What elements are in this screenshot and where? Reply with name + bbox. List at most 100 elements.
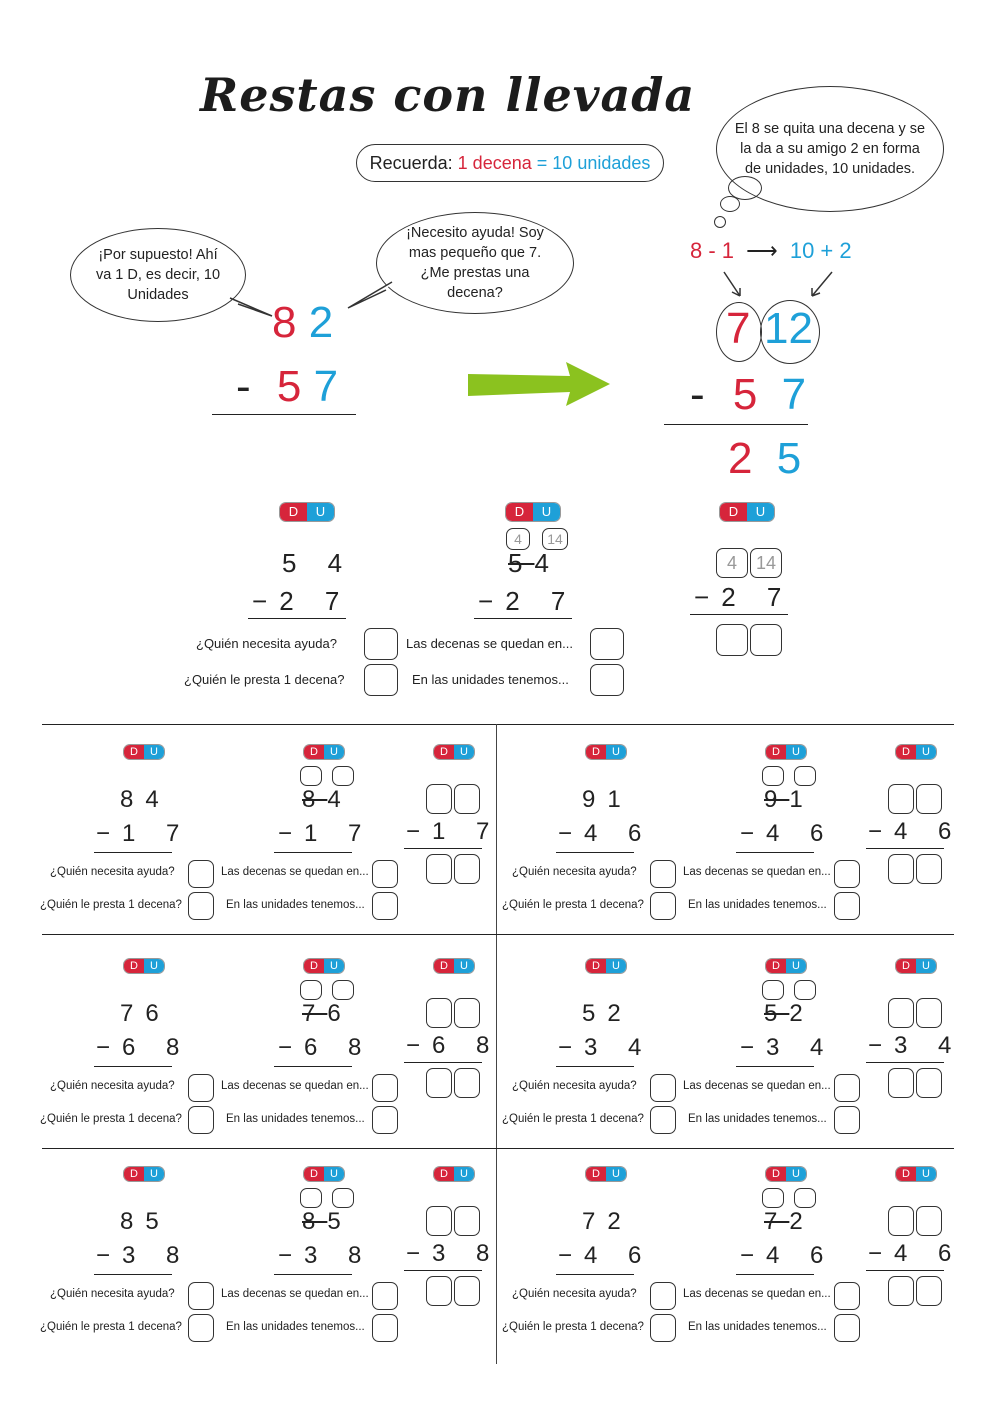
answer-tens-box[interactable]	[372, 860, 398, 888]
borrow-units-box[interactable]	[332, 1188, 354, 1208]
answer-help-box[interactable]	[364, 628, 398, 660]
answer-units-box[interactable]	[916, 784, 942, 814]
result-tens: 2	[728, 434, 753, 483]
result-tens-box[interactable]	[716, 624, 748, 656]
answer-tens-box[interactable]	[834, 860, 860, 888]
answer-tens-box[interactable]	[834, 1282, 860, 1310]
example-bottom-tens: 5	[276, 362, 302, 411]
exercise-bottom-number: −3 4	[558, 1034, 654, 1061]
result-units-box[interactable]	[454, 1276, 480, 1306]
answer-units-box[interactable]	[372, 1314, 398, 1342]
answer-tens-box[interactable]	[888, 998, 914, 1028]
question-units: En las unidades tenemos...	[226, 1113, 365, 1125]
answer-units-box[interactable]	[454, 784, 480, 814]
borrow-tens-box[interactable]	[300, 980, 322, 1000]
answer-tens-box[interactable]	[372, 1282, 398, 1310]
question-help: ¿Quién necesita ayuda?	[512, 866, 637, 878]
borrow-tens-box[interactable]	[300, 1188, 322, 1208]
answer-tens-box[interactable]	[888, 784, 914, 814]
borrow-units-box[interactable]	[332, 980, 354, 1000]
answer-tens-box[interactable]	[590, 628, 624, 660]
answer-help-box[interactable]	[188, 860, 214, 888]
thought-dot-medium	[720, 196, 740, 212]
answer-units-box[interactable]	[372, 892, 398, 920]
result-units-box[interactable]	[454, 1068, 480, 1098]
result-tens-box[interactable]	[888, 854, 914, 884]
answer-units-box[interactable]	[454, 1206, 480, 1236]
answer-tens-box[interactable]	[426, 998, 452, 1028]
answer-lend-box[interactable]	[364, 664, 398, 696]
answer-tens-box[interactable]	[426, 1206, 452, 1236]
question-lend: ¿Quién le presta 1 decena?	[40, 1113, 182, 1125]
question-help: ¿Quién necesita ayuda?	[50, 866, 175, 878]
answer-lend-box[interactable]	[650, 892, 676, 920]
answer-units-box[interactable]	[454, 998, 480, 1028]
answer-help-box[interactable]	[188, 1282, 214, 1310]
result-tens-box[interactable]	[426, 1276, 452, 1306]
result-tens-box[interactable]	[888, 1276, 914, 1306]
exercise2-line	[274, 1066, 352, 1067]
answer-lend-box[interactable]	[650, 1106, 676, 1134]
question-lend: ¿Quién le presta 1 decena?	[184, 672, 345, 687]
result-tens-box[interactable]	[426, 854, 452, 884]
answer-units-hint[interactable]: 14	[750, 548, 782, 578]
question-tens: Las decenas se quedan en...	[221, 1288, 369, 1300]
answer-units-box[interactable]	[834, 892, 860, 920]
result-units-box[interactable]	[750, 624, 782, 656]
result-tens-box[interactable]	[888, 1068, 914, 1098]
answer-tens-box[interactable]	[372, 1074, 398, 1102]
answer-lend-box[interactable]	[188, 1314, 214, 1342]
answer-units-box[interactable]	[834, 1106, 860, 1134]
answer-units-box[interactable]	[590, 664, 624, 696]
answer-help-box[interactable]	[650, 1074, 676, 1102]
answer-units-box[interactable]	[372, 1106, 398, 1134]
borrow-tens-box[interactable]	[300, 766, 322, 786]
borrow-tens-box[interactable]	[762, 980, 784, 1000]
answer-tens-hint[interactable]: 4	[716, 548, 748, 578]
bubble-left-tail	[229, 297, 273, 317]
answer-help-box[interactable]	[650, 860, 676, 888]
decena-text: 1 decena	[457, 153, 532, 173]
result-units-box[interactable]	[454, 854, 480, 884]
exercise-bottom-number: −6 8	[96, 1034, 192, 1061]
answer-units-box[interactable]	[916, 998, 942, 1028]
example-bottom-number: - 5 7	[236, 362, 338, 412]
example2-bottom-units: 7	[781, 370, 807, 419]
borrow-units-box[interactable]	[794, 766, 816, 786]
borrow-tens-box[interactable]	[762, 766, 784, 786]
answer-units-box[interactable]	[834, 1314, 860, 1342]
answer-tens-box[interactable]	[426, 784, 452, 814]
borrow-units-box[interactable]	[794, 1188, 816, 1208]
answer-lend-box[interactable]	[188, 1106, 214, 1134]
answer-units-box[interactable]	[916, 1206, 942, 1236]
question-help: ¿Quién necesita ayuda?	[50, 1288, 175, 1300]
answer-tens-box[interactable]	[888, 1206, 914, 1236]
result-units-box[interactable]	[916, 854, 942, 884]
borrow-tens-box[interactable]	[762, 1188, 784, 1208]
exercise3-bottom-number: −6 8	[406, 1032, 502, 1059]
question-help: ¿Quién necesita ayuda?	[512, 1080, 637, 1092]
result-units-box[interactable]	[916, 1068, 942, 1098]
result-tens-box[interactable]	[426, 1068, 452, 1098]
exercise2-line	[274, 1274, 352, 1275]
exercise2-top-number: 85	[302, 1208, 353, 1235]
answer-tens-box[interactable]	[834, 1074, 860, 1102]
borrow-units-box[interactable]	[794, 980, 816, 1000]
answer-lend-box[interactable]	[188, 892, 214, 920]
exercise-line	[556, 1274, 634, 1275]
answer-help-box[interactable]	[650, 1282, 676, 1310]
answer-help-box[interactable]	[188, 1074, 214, 1102]
question-help: ¿Quién necesita ayuda?	[512, 1288, 637, 1300]
question-units: En las unidades tenemos...	[688, 1113, 827, 1125]
exercise3-bottom-number: −3 8	[406, 1240, 502, 1267]
answer-lend-box[interactable]	[650, 1314, 676, 1342]
borrow-units-box[interactable]	[332, 766, 354, 786]
question-tens: Las decenas se quedan en...	[406, 636, 573, 651]
result-units-box[interactable]	[916, 1276, 942, 1306]
exercise-line	[94, 1274, 172, 1275]
